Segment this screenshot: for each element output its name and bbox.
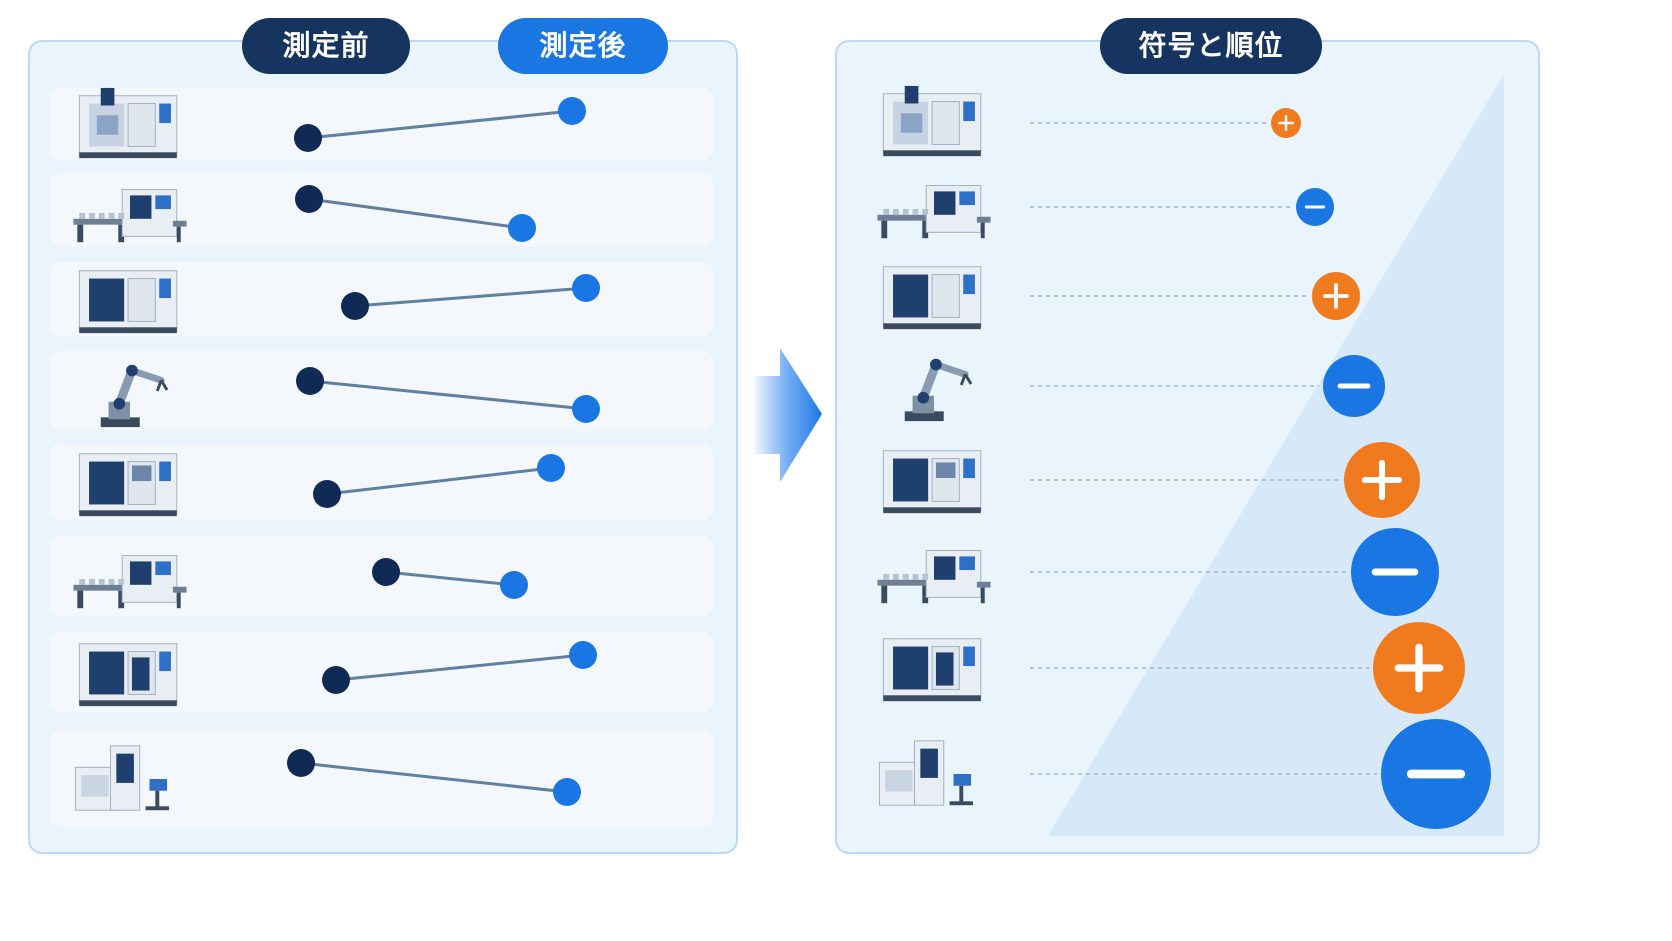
header-sign-rank-pill: 符号と順位 [1100,18,1322,74]
header-before-pill: 測定前 [242,18,410,74]
machine-row [50,729,713,827]
after-dot [500,571,528,599]
after-dot [537,454,565,482]
change-line [335,653,584,682]
change-line [354,286,587,308]
before-dot [341,292,369,320]
after-dot [553,778,581,806]
after-dot [572,395,600,423]
before-dot [372,558,400,586]
after-dot [558,97,586,125]
change-line [309,379,587,411]
before-dot [287,749,315,777]
change-line [385,570,515,587]
machine-row [50,351,713,431]
after-dot [569,641,597,669]
transform-arrow-icon [752,348,822,482]
after-dot [508,214,536,242]
before-dot [294,124,322,152]
change-line [307,109,573,140]
before-dot [295,185,323,213]
change-line [300,761,568,794]
change-line [326,466,552,496]
before-dot [313,480,341,508]
header-after-pill: 測定後 [498,18,668,74]
before-dot [322,666,350,694]
after-dot [572,274,600,302]
change-line [308,197,523,230]
before-dot [296,367,324,395]
